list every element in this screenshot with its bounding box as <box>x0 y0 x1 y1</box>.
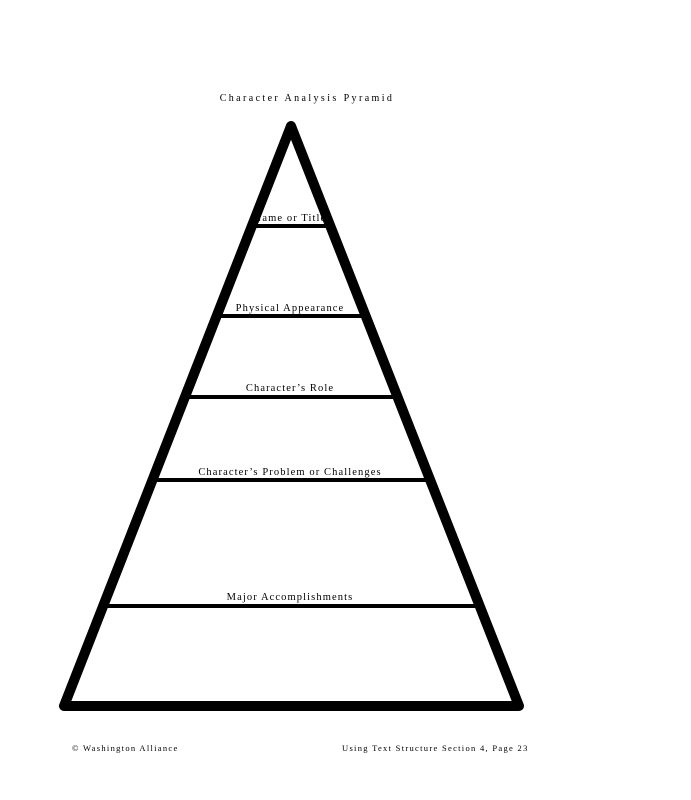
page-title: Character Analysis Pyramid <box>219 93 395 104</box>
footer-page-info: Using Text Structure Section 4, Page 23 <box>342 743 529 753</box>
level-label-major-accomplishments: Major Accomplishments <box>227 592 354 603</box>
footer-copyright: © Washington Alliance <box>72 743 179 753</box>
level-label-physical-appearance: Physical Appearance <box>236 303 345 314</box>
level-label-characters-role: Character’s Role <box>246 383 334 394</box>
pyramid-outline <box>59 121 524 711</box>
level-label-name-or-title: Name or Title <box>254 213 327 224</box>
level-label-problem-or-challenges: Character’s Problem or Challenges <box>198 467 381 478</box>
